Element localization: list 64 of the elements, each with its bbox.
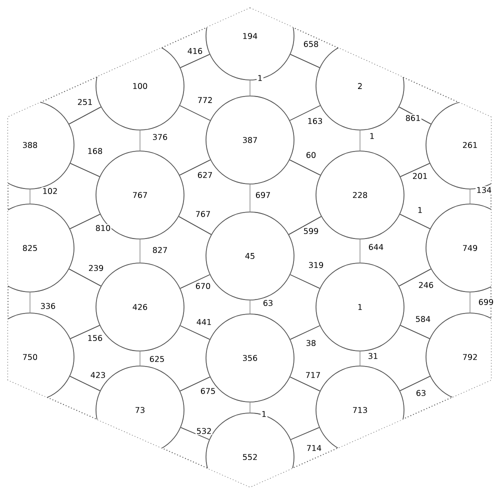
connector-line (180, 427, 210, 440)
edge-label: 376 (152, 133, 168, 141)
edge-label: 416 (186, 47, 204, 55)
node-label: 713 (353, 406, 367, 414)
connector-line (70, 324, 100, 340)
connector-line (289, 105, 321, 121)
node-label: 2 (358, 83, 362, 89)
node-label: 792 (463, 354, 477, 360)
connector-line (70, 162, 100, 178)
edge-label: 63 (262, 299, 274, 307)
edge-label: 201 (412, 172, 428, 180)
edge-label: 1 (416, 206, 424, 214)
edge-label: 1 (368, 132, 376, 140)
connector-line (179, 159, 211, 176)
node-label: 750 (23, 354, 38, 360)
edge-label: 102 (42, 187, 58, 195)
connector-line (68, 106, 102, 124)
edge-label: 38 (305, 339, 317, 347)
edge-label: 336 (40, 302, 56, 310)
connector-line (179, 105, 211, 121)
edge-label: 251 (76, 98, 94, 106)
connector-line (68, 268, 102, 286)
node-label: 552 (242, 454, 257, 460)
connector-line (400, 324, 430, 340)
connector-line (400, 214, 430, 230)
connector-line (290, 427, 320, 440)
edge-label: 697 (254, 191, 272, 199)
node-label: 749 (463, 244, 478, 252)
connector-line (70, 376, 100, 392)
connector-line (180, 54, 210, 68)
connector-line (398, 268, 432, 286)
node-label: 261 (462, 142, 477, 148)
node-label: 825 (22, 244, 37, 252)
connector-line (70, 214, 100, 230)
edge-label: 861 (404, 114, 422, 122)
edge-label: 134 (476, 186, 492, 194)
connector-line (398, 106, 432, 124)
connector-line (400, 162, 430, 178)
node-label: 100 (133, 82, 148, 90)
edge-label: 31 (367, 352, 379, 360)
node-label: 388 (22, 142, 38, 148)
connector-line (178, 216, 212, 235)
connector-line (180, 274, 210, 289)
node-label: 73 (136, 406, 144, 414)
edge-label: 60 (305, 151, 317, 159)
connector-line (290, 54, 320, 68)
edge-label: 644 (368, 243, 384, 251)
edge-label: 584 (414, 315, 432, 323)
connector-line (288, 216, 322, 235)
edge-label: 63 (415, 389, 427, 397)
edge-label: 699 (478, 298, 494, 306)
connector-line (290, 376, 320, 392)
node-label: 194 (243, 32, 258, 40)
edge-label: 810 (94, 224, 112, 232)
connector-line (290, 274, 320, 289)
connector-line (290, 325, 320, 340)
edge-label: 827 (152, 246, 168, 254)
connector-line (400, 376, 430, 392)
edge-label: 625 (148, 355, 166, 363)
connector-line (180, 376, 210, 392)
connector-line (289, 159, 321, 176)
edge-label: 1 (260, 410, 268, 418)
edge-label: 532 (196, 427, 212, 435)
connector-line (180, 325, 210, 340)
